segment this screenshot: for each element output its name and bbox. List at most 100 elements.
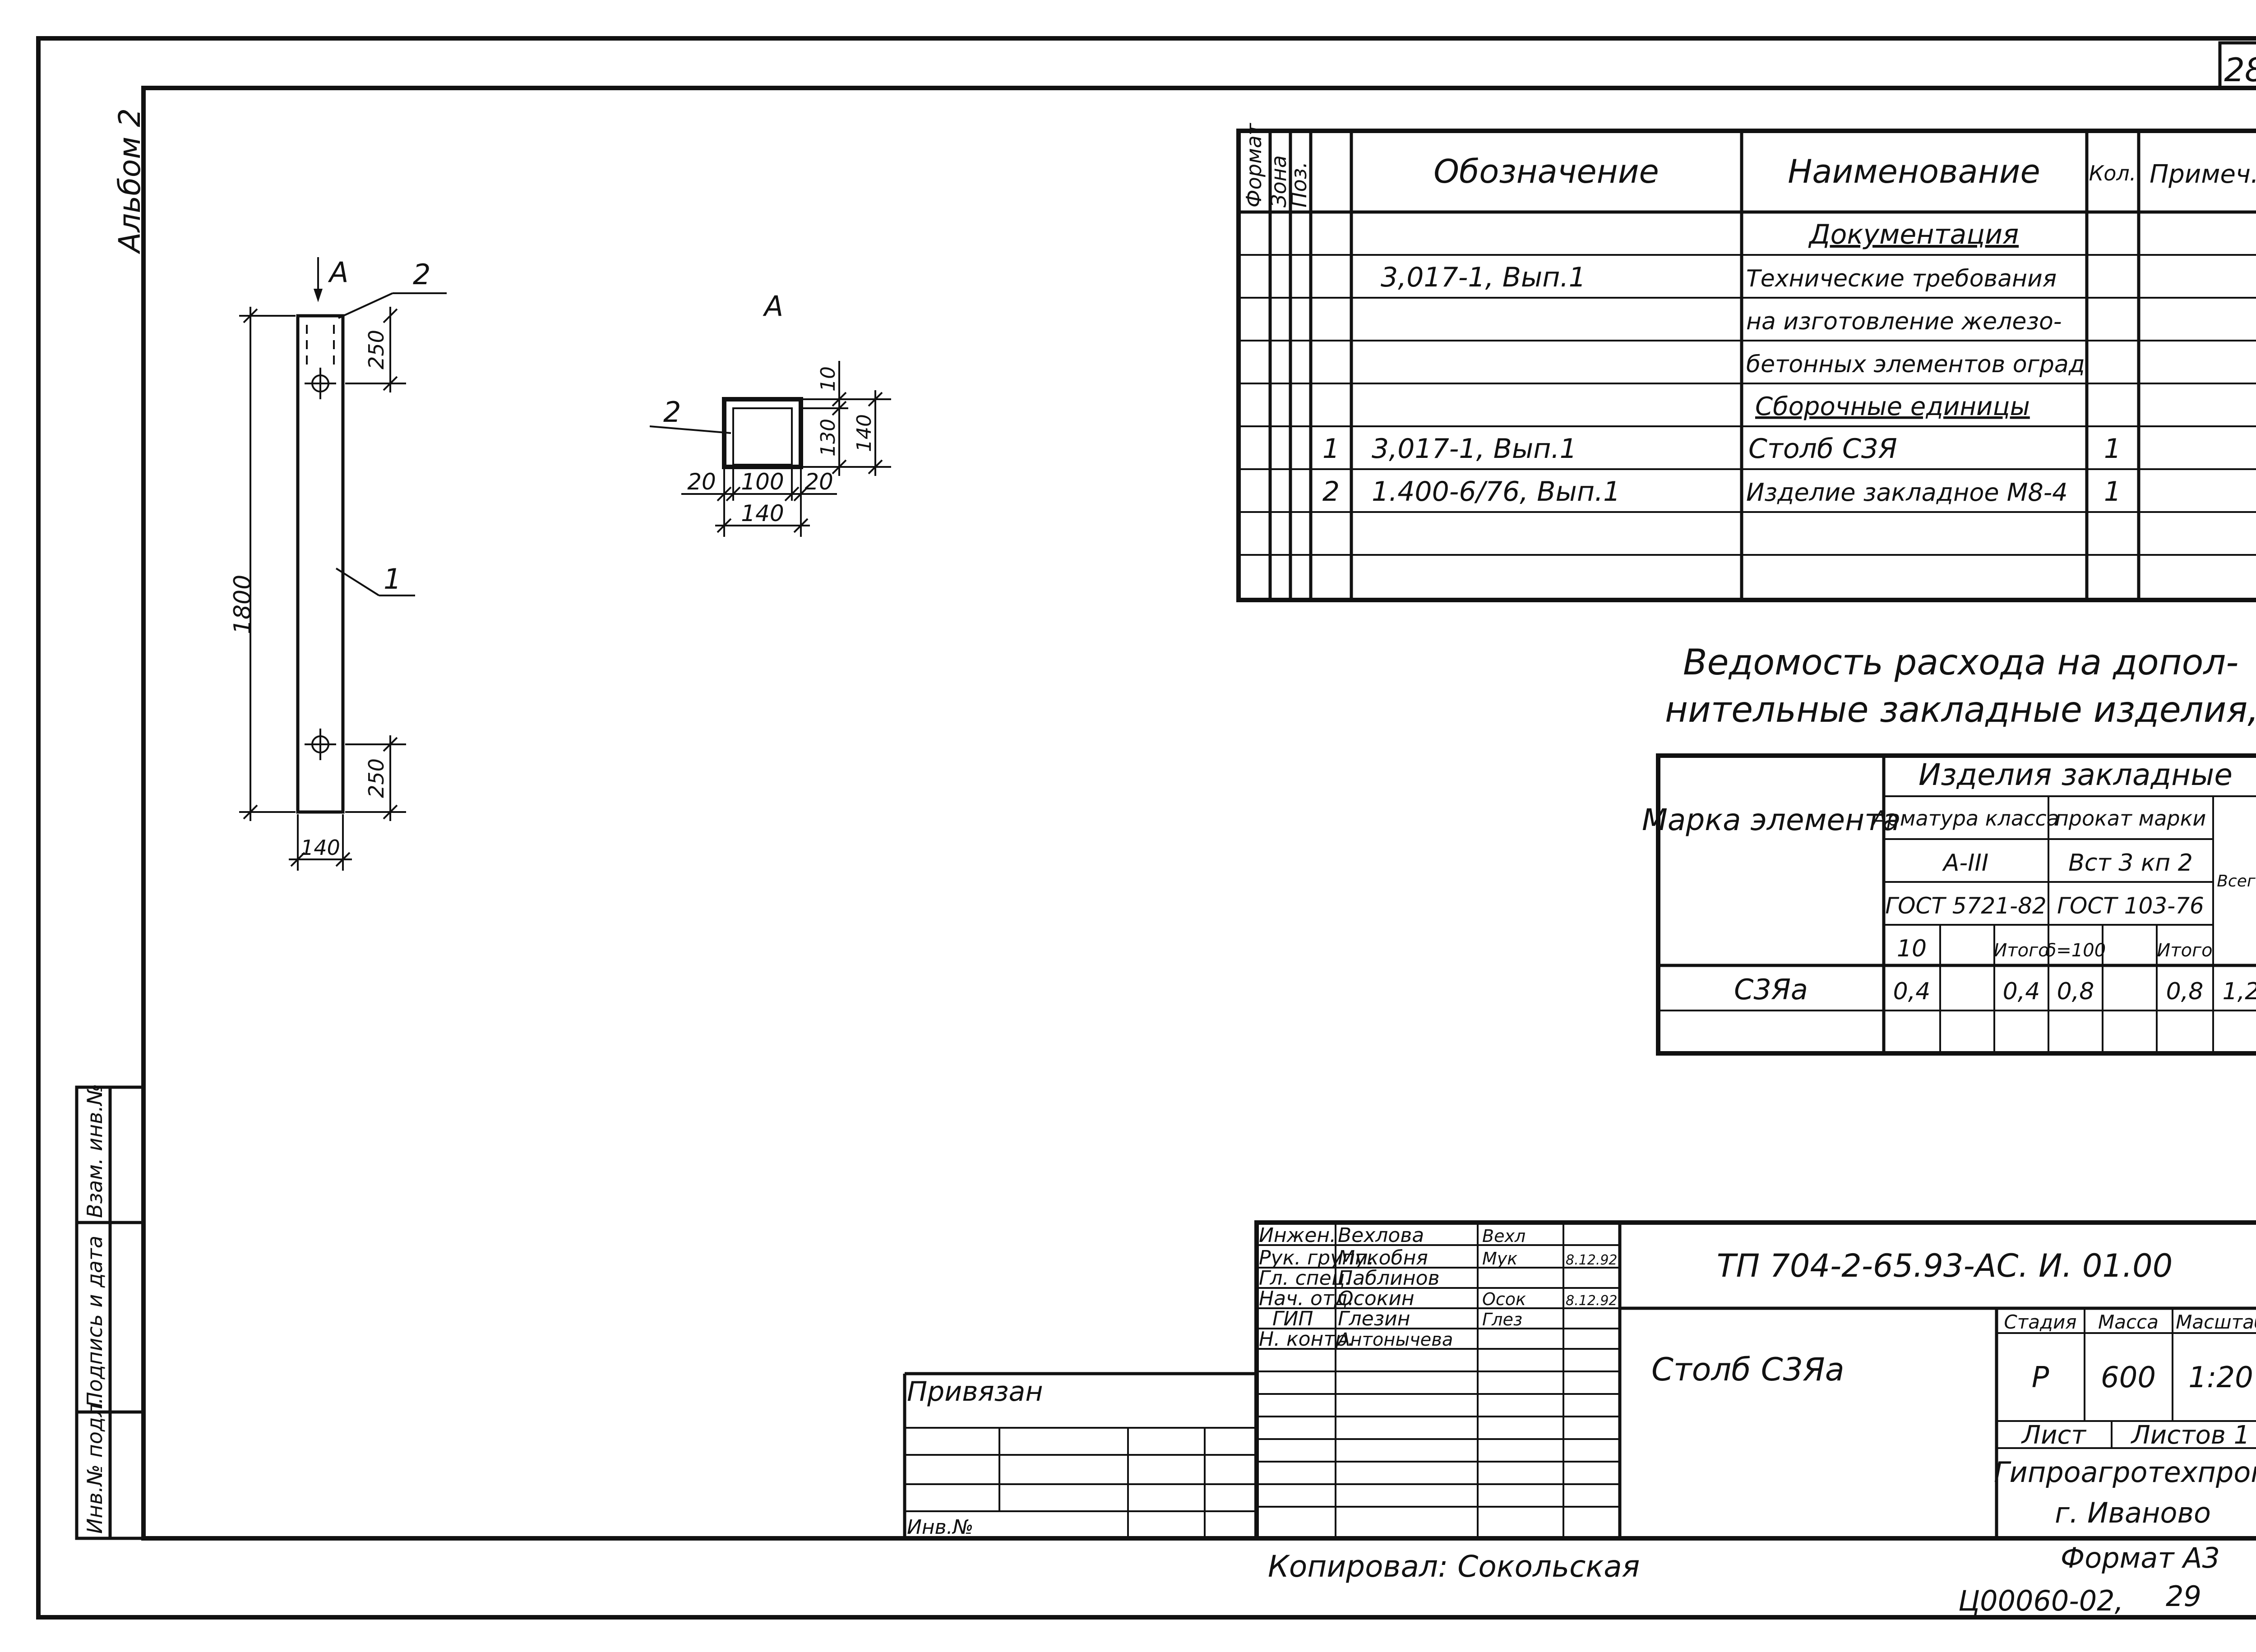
spec-header-qty: Кол. [2089, 161, 2136, 185]
tb-sheet-label: Лист [2021, 1421, 2086, 1450]
spec-row-1-name: Документация [1808, 219, 2019, 250]
sheet-number-box [2218, 41, 2256, 90]
left-margin-strip: Инв.№ подл. Подпись и дата Взам. инв.№ [75, 1084, 145, 1540]
spec-row-6-name: Столб С3Я [1748, 433, 1897, 465]
spec-row-6-pos: 1 [1322, 433, 1340, 465]
margin-label-inv: Инв.№ подл. [83, 1397, 107, 1534]
binding-inv-label: Инв.№ [907, 1516, 973, 1539]
tb-organization-line1: Гипроагротехпром [1994, 1456, 2256, 1489]
section-dim-inner-height: 130 [817, 419, 840, 457]
spec-header-zone: Зона [1267, 155, 1291, 208]
post-elevation-drawing [239, 257, 447, 871]
tb-name-1: Вехлова [1338, 1224, 1424, 1247]
consumption-sub-header-3: Итого [1993, 940, 2049, 961]
tb-sheets-label: Листов 1 [2131, 1421, 2250, 1450]
tb-designation: ТП 704-2-65.93-АС. И. 01.00 [1717, 1247, 2173, 1284]
tb-role-3: Гл. спец. [1259, 1267, 1351, 1290]
view-marker: А [328, 256, 348, 289]
spec-header-format: Формат [1242, 123, 1266, 208]
tb-name-3: Паблинов [1338, 1267, 1440, 1290]
spec-row-2-name: Технические требования [1746, 265, 2057, 292]
section-dim-right: 20 [804, 469, 833, 495]
tb-name-2: Мукобня [1338, 1246, 1428, 1269]
spec-header-note: Примеч. [2150, 160, 2256, 189]
tb-role-5: ГИП [1272, 1307, 1313, 1330]
tb-scale-label: Масштаб [2176, 1311, 2256, 1333]
margin-label-sign: Подпись и дата [83, 1236, 107, 1407]
consumption-row-value-4: 0,8 [2057, 978, 2094, 1005]
tb-sign-5: Глез [1482, 1310, 1522, 1329]
section-dim-left: 20 [687, 469, 716, 495]
view-arrow-icon [314, 289, 323, 302]
spec-header-name: Наименование [1788, 152, 2040, 190]
section-a-drawing [649, 361, 891, 537]
section-dim-total-height: 140 [853, 414, 876, 452]
tb-stage: Р [2032, 1361, 2049, 1394]
tb-organization-line2: г. Иваново [2055, 1496, 2211, 1529]
spec-row-7-designation: 1.400-6/76, Вып.1 [1372, 476, 1620, 508]
section-position-label: 2 [663, 396, 681, 429]
tb-date-2: 8.12.92 [1566, 1252, 1618, 1268]
tb-name-5: Глезин [1338, 1307, 1410, 1330]
tb-mass-label: Масса [2098, 1311, 2159, 1333]
spec-header-pos: Поз. [1287, 162, 1311, 208]
consumption-table [1656, 753, 2256, 1056]
section-dim-mid: 100 [741, 469, 784, 495]
consumption-sub-header-1: 10 [1897, 935, 1927, 962]
consumption-rebar-gost: ГОСТ 5721-82 [1885, 893, 2046, 919]
consumption-group-header: Изделия закладные [1919, 757, 2233, 792]
footer-format: Формат А3 [2061, 1541, 2220, 1574]
spec-row-6-designation: 3,017-1, Вып.1 [1372, 433, 1577, 465]
tb-role-2: Рук. групп. [1259, 1246, 1374, 1269]
consumption-rolled-header: прокат марки [2055, 806, 2206, 831]
consumption-row-total: 1,2 [2223, 978, 2256, 1005]
tb-name-6: Антонычева [1336, 1329, 1453, 1350]
spec-row-3-name: на изготовление железо- [1746, 308, 2062, 335]
tb-item-name: Столб С3Яа [1651, 1351, 1845, 1388]
spec-row-7-qty: 1 [2104, 476, 2121, 508]
outer-border [36, 36, 2256, 1620]
tb-name-4: Осокин [1338, 1287, 1415, 1310]
inner-frame [141, 86, 2256, 1541]
footer-archive-page: 29 [2166, 1580, 2201, 1613]
footer-archive-code: Ц00060-02, [1958, 1584, 2123, 1617]
album-label: Альбом 2 [112, 108, 147, 254]
consumption-row-value-6: 0,8 [2166, 978, 2204, 1005]
consumption-rebar-header: Арматура класса [1871, 806, 2059, 831]
tb-sign-2: Мук [1482, 1249, 1517, 1269]
margin-label-replace: Взам. инв.№ [83, 1084, 107, 1218]
tb-mass: 600 [2101, 1361, 2156, 1394]
consumption-title-line2: нительные закладные изделия, кг [1665, 690, 2256, 730]
tb-role-6: Н. контр. [1259, 1328, 1354, 1351]
dim-length: 1800 [229, 575, 256, 634]
position-2-label: 2 [413, 258, 430, 291]
section-title: А [763, 290, 783, 323]
dim-top-offset: 250 [364, 330, 388, 369]
consumption-total-header: Всего [2217, 872, 2256, 891]
section-dim-total-width: 140 [741, 500, 784, 526]
consumption-sub-header-4: δ=100 [2045, 940, 2106, 961]
binding-label: Привязан [907, 1376, 1043, 1407]
position-1-label: 1 [384, 563, 401, 595]
consumption-row-value-3: 0,4 [2003, 978, 2040, 1005]
consumption-row-mark: С3Яа [1734, 973, 1808, 1006]
section-dim-top-wall: 10 [817, 366, 840, 392]
consumption-title-line1: Ведомость расхода на допол- [1683, 642, 2238, 683]
binding-block [903, 1372, 1257, 1538]
tb-scale: 1:20 [2188, 1361, 2253, 1394]
consumption-rolled-grade: Вст 3 кп 2 [2068, 849, 2193, 877]
consumption-row-value-1: 0,4 [1893, 978, 1931, 1005]
spec-row-4-name: бетонных элементов оград [1746, 351, 2085, 378]
spec-row-2-designation: 3,017-1, Вып.1 [1381, 262, 1586, 293]
spec-header-designation: Обозначение [1433, 152, 1659, 190]
spec-row-5-name: Сборочные единицы [1755, 392, 2030, 421]
consumption-mark-header: Марка элемента [1642, 803, 1900, 837]
title-block [1254, 1220, 2256, 1541]
dim-bottom-offset: 250 [364, 758, 388, 798]
consumption-sub-header-6: Итого [2157, 940, 2212, 961]
consumption-rolled-gost: ГОСТ 103-76 [2057, 893, 2204, 919]
spec-row-6-qty: 1 [2104, 433, 2121, 465]
consumption-rebar-class: А-III [1942, 849, 1988, 877]
tb-role-1: Инжен. [1259, 1224, 1336, 1247]
